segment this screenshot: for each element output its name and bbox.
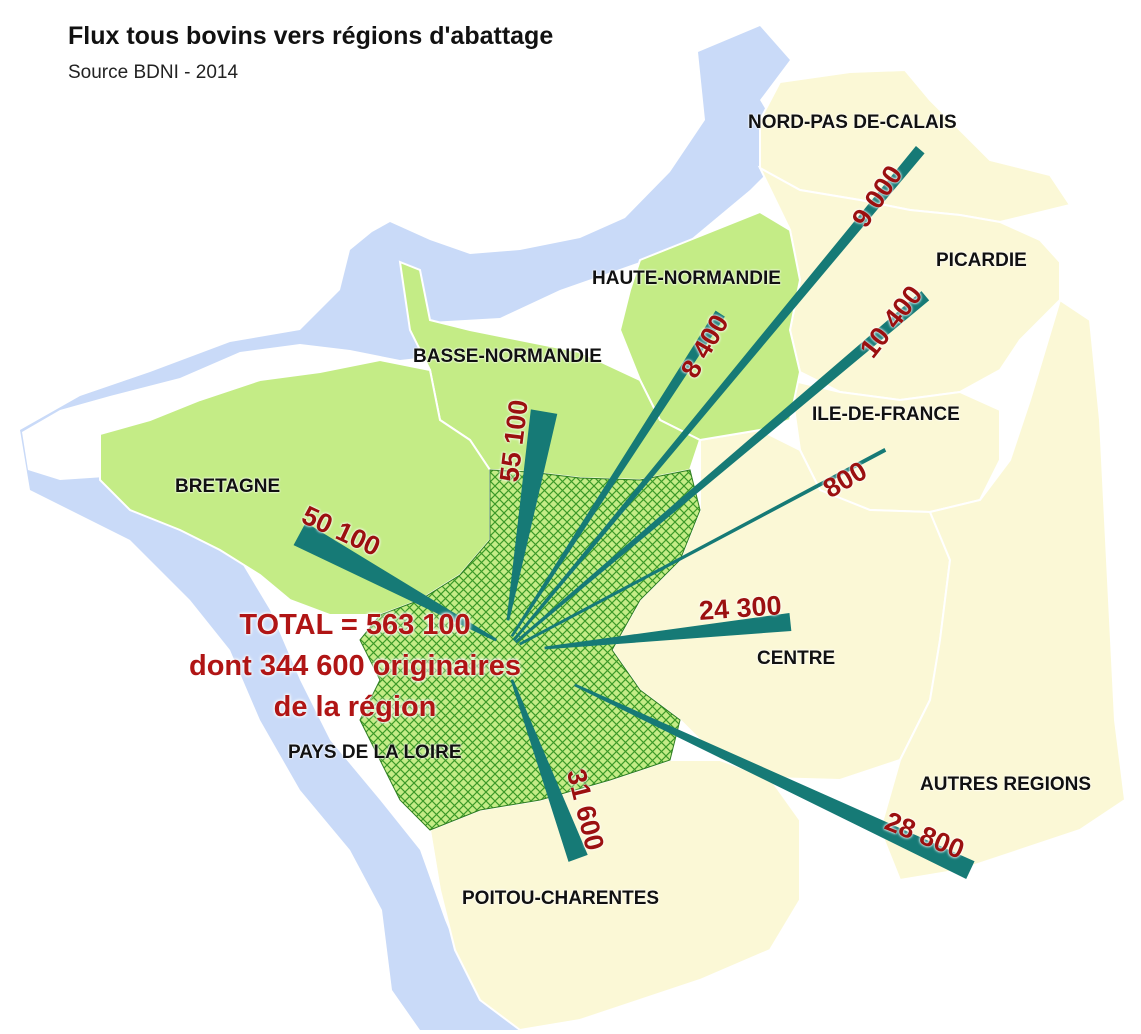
flow-arrows — [293, 146, 975, 880]
region-label-pays-de-la-loire: PAYS DE LA LOIRE — [288, 742, 462, 763]
sea-atlantic — [20, 232, 520, 1030]
total-line-2: dont 344 600 originaires — [188, 650, 521, 682]
flow-arrow-nord-pas-de-calais — [512, 146, 925, 642]
flow-arrow-bretagne — [293, 522, 498, 642]
map-title: Flux tous bovins vers régions d'abattage — [68, 22, 554, 50]
flow-arrow-basse-normandie — [506, 409, 558, 621]
region-label-picardie: PICARDIE — [936, 250, 1027, 271]
region-label-ile-de-france: ILE-DE-FRANCE — [812, 404, 960, 425]
flow-arrow-centre — [544, 612, 792, 650]
other-regions — [428, 68, 1127, 1032]
total-line-3: de la région — [273, 691, 437, 723]
flow-arrow-poitou-charentes — [510, 679, 588, 862]
total-annotation: TOTAL = 563 100 dont 344 600 originaires… — [155, 605, 555, 728]
region-label-bretagne: BRETAGNE — [175, 476, 281, 497]
region-label-haute-normandie: HAUTE-NORMANDIE — [592, 268, 781, 289]
map-source: Source BDNI - 2014 — [68, 62, 239, 83]
region-shape-bretagne — [99, 358, 491, 616]
region-shape-autres-regions — [878, 298, 1127, 882]
flow-arrow-autres-regions — [574, 683, 975, 880]
region-label-centre: CENTRE — [757, 648, 836, 669]
flow-arrow-picardie — [514, 291, 930, 644]
flow-value-centre: 24 300 — [698, 590, 783, 626]
region-label-autres-regions: AUTRES REGIONS — [920, 774, 1092, 795]
total-line-1: TOTAL = 563 100 — [239, 609, 471, 641]
region-label-nord-pas-de-calais: NORD-PAS DE-CALAIS — [748, 112, 957, 133]
region-label-poitou-charentes: POITOU-CHARENTES — [462, 888, 660, 909]
flow-arrow-haute-normandie — [510, 310, 725, 638]
region-label-basse-normandie: BASSE-NORMANDIE — [413, 346, 602, 367]
flow-arrow-ile-de-france — [518, 448, 887, 646]
